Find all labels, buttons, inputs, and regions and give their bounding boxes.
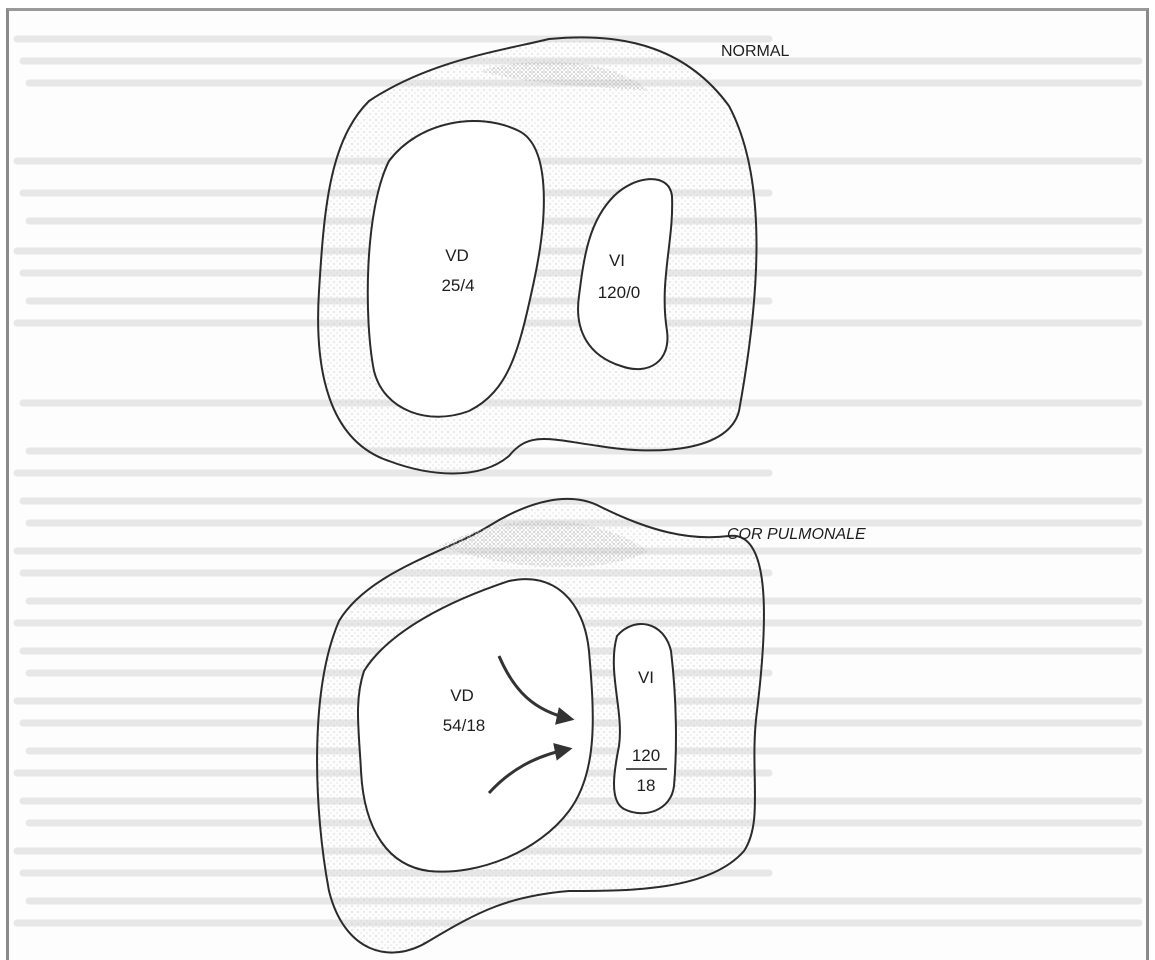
cp-title: COR PULMONALE [727,526,866,543]
cp-lv-pressure-denominator: 18 [637,776,656,795]
cp-rv-pressure: 54/18 [443,716,486,735]
normal-title: NORMAL [721,43,790,60]
normal-heart: NORMAL VD 25/4 VI 120/0 [318,37,789,473]
figure-frame: NORMAL VD 25/4 VI 120/0 COR PULMONALE VD… [6,8,1149,960]
cp-lv-label: VI [638,668,654,687]
cp-lv-pressure-numerator: 120 [632,746,660,765]
normal-rv-pressure: 25/4 [441,276,474,295]
normal-rv-label: VD [445,246,469,265]
cp-rv-label: VD [450,686,474,705]
heart-cross-section-diagram: NORMAL VD 25/4 VI 120/0 COR PULMONALE VD… [9,11,1149,960]
normal-lv-label: VI [609,251,625,270]
cor-pulmonale-heart: COR PULMONALE VD 54/18 VI 120 18 [317,499,866,953]
normal-lv-pressure: 120/0 [598,283,641,302]
